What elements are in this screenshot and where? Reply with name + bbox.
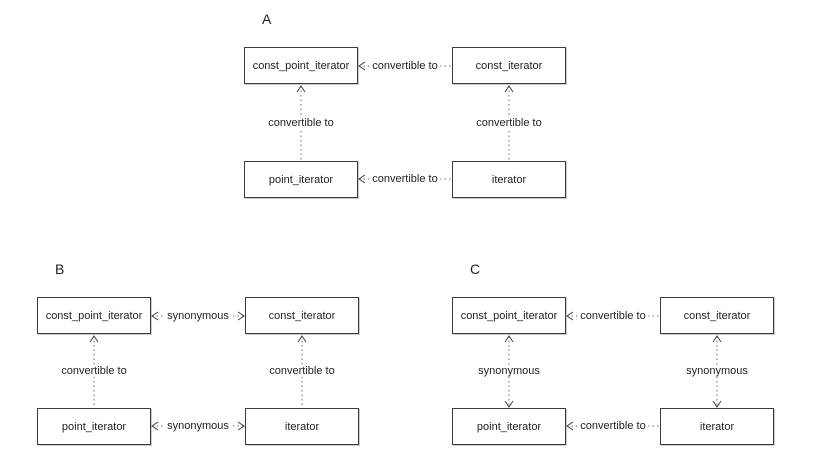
diagram-c: C const_point_iterator const_iterator po… xyxy=(452,261,782,457)
diagram-c-label: C xyxy=(470,261,481,277)
arrowhead-left-bottom-horizontal xyxy=(566,421,574,431)
node-iterator: iterator xyxy=(452,161,566,198)
node-iterator: iterator xyxy=(660,408,774,445)
diagram-a-label: A xyxy=(262,11,272,27)
arrowhead-up-left-vertical xyxy=(296,85,306,93)
node-const-point-iterator: const_point_iterator xyxy=(37,297,151,334)
arrowhead-up-right-vertical xyxy=(712,335,722,343)
edge-label-bottom-horizontal: convertible to xyxy=(577,420,649,432)
node-point-iterator: point_iterator xyxy=(244,161,358,198)
arrowhead-up-right-vertical xyxy=(504,85,514,93)
node-const-iterator: const_iterator xyxy=(660,297,774,334)
edge-label-bottom-horizontal: convertible to xyxy=(369,173,441,185)
node-const-iterator: const_iterator xyxy=(245,297,359,334)
node-iterator: iterator xyxy=(245,408,359,445)
edge-label-right-vertical: synonymous xyxy=(683,365,751,377)
arrowhead-left-top-horizontal xyxy=(358,61,366,71)
node-const-iterator: const_iterator xyxy=(452,47,566,84)
edge-label-left-vertical: synonymous xyxy=(475,365,543,377)
edge-label-top-horizontal: synonymous xyxy=(164,310,232,322)
node-point-iterator: point_iterator xyxy=(452,408,566,445)
arrowhead-up-left-vertical xyxy=(89,335,99,343)
edge-label-top-horizontal: convertible to xyxy=(577,310,649,322)
diagram-b-label: B xyxy=(55,261,65,277)
arrowhead-down-right-vertical xyxy=(712,400,722,408)
arrowhead-left-bottom-horizontal xyxy=(358,174,366,184)
arrowhead-left-top-horizontal xyxy=(566,311,574,321)
node-const-point-iterator: const_point_iterator xyxy=(452,297,566,334)
arrowhead-up-right-vertical xyxy=(297,335,307,343)
node-point-iterator: point_iterator xyxy=(37,408,151,445)
edge-label-bottom-horizontal: synonymous xyxy=(164,420,232,432)
diagram-a: A const_point_iterator const_iterator po… xyxy=(244,11,574,207)
edge-label-left-vertical: convertible to xyxy=(58,365,130,377)
edge-label-right-vertical: convertible to xyxy=(266,365,338,377)
arrowhead-up-left-vertical xyxy=(504,335,514,343)
arrowhead-left-top-horizontal xyxy=(151,311,159,321)
node-const-point-iterator: const_point_iterator xyxy=(244,47,358,84)
edge-label-left-vertical: convertible to xyxy=(265,117,337,129)
arrowhead-right-bottom-horizontal xyxy=(237,421,245,431)
arrowhead-left-bottom-horizontal xyxy=(151,421,159,431)
edge-label-right-vertical: convertible to xyxy=(473,117,545,129)
arrowhead-right-top-horizontal xyxy=(237,311,245,321)
arrowhead-down-left-vertical xyxy=(504,400,514,408)
edge-label-top-horizontal: convertible to xyxy=(369,60,441,72)
diagram-b: B const_point_iterator const_iterator po… xyxy=(37,261,367,457)
